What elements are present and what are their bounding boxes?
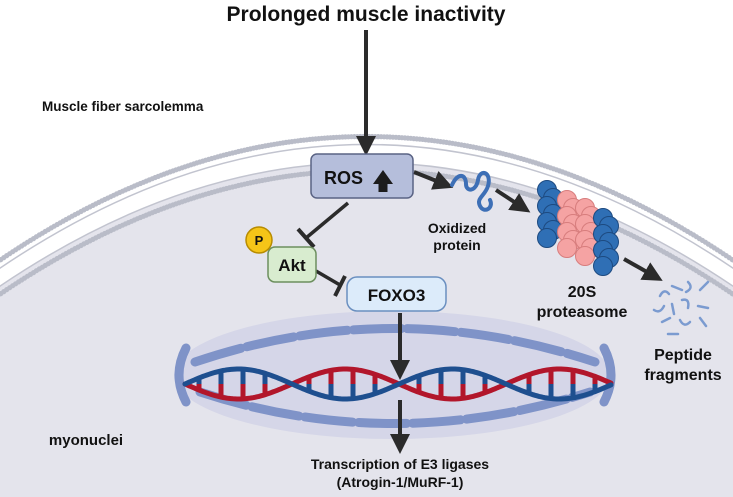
nuclear-envelope-left — [174, 343, 191, 407]
akt-node: Akt — [267, 246, 317, 283]
proteasome-subunit — [537, 228, 557, 248]
title: Prolonged muscle inactivity — [227, 3, 506, 26]
peptide-label-1: Peptide — [654, 347, 712, 364]
proteasome-label-2: proteasome — [537, 304, 628, 321]
akt-label: Akt — [278, 256, 306, 275]
up-arrow-icon — [373, 170, 393, 192]
nuclear-envelope-bottom — [195, 387, 595, 428]
arrow-proteasome-to-peptides — [623, 257, 663, 281]
arrow-oxidized-to-proteasome — [494, 188, 531, 213]
peptide-label-2: fragments — [644, 367, 721, 384]
nucleus — [174, 311, 616, 439]
foxo3-label: FOXO3 — [368, 286, 426, 305]
lipid-head — [729, 291, 733, 297]
ros-node: ROS — [310, 153, 414, 199]
transcription-label-2: (Atrogin-1/MuRF-1) — [337, 474, 464, 490]
proteasome-subunit — [575, 246, 595, 266]
proteasome-subunit — [593, 256, 613, 276]
proteasome-label-1: 20S — [568, 284, 597, 301]
lipid-head — [729, 257, 733, 263]
transcription-label-1: Transcription of E3 ligases — [311, 456, 489, 472]
nuclear-envelope-top — [190, 324, 600, 367]
arrow-ros-to-oxidized — [413, 170, 454, 190]
foxo3-node: FOXO3 — [346, 276, 447, 312]
phospho-label: P — [255, 233, 264, 248]
nuclear-envelope-right — [599, 343, 616, 407]
ros-label: ROS — [324, 168, 363, 188]
inhibit-ros-akt — [296, 201, 350, 249]
myonuclei-label: myonuclei — [49, 432, 123, 449]
oxidized-protein-icon — [450, 170, 493, 212]
inhibit-akt-foxo3 — [315, 269, 347, 297]
proteasome-20s-icon — [537, 180, 619, 276]
membrane-label: Muscle fiber sarcolemma — [42, 99, 204, 114]
peptide-fragments-icon — [652, 280, 710, 336]
oxidized-label-2: protein — [433, 237, 480, 253]
dna-double-helix — [182, 366, 614, 402]
proteasome-subunit — [557, 238, 577, 258]
oxidized-label-1: Oxidized — [428, 220, 486, 236]
phospho-badge: P — [245, 226, 273, 254]
